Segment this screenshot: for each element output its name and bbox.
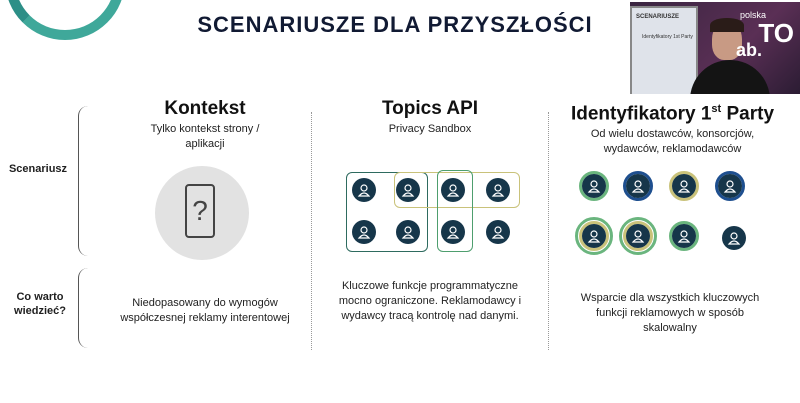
webcam-brand-ab: ab. [736,40,763,60]
webcam-feed: SCENARIUSZE Identyfikatory 1st Party ab.… [630,2,800,94]
title-sup: st [711,103,722,115]
column-divider-1 [311,112,312,350]
topics-user-icon [396,178,420,202]
phone-illustration-bg [155,166,249,260]
first-party-ring [715,171,745,201]
title-end: Party [721,103,775,125]
webcam-screen-text: Identyfikatory 1st Party [642,34,693,40]
first-party-user-icon [672,174,696,198]
presenter-hair [710,18,744,32]
column-topics: Topics API Privacy Sandbox [325,98,535,137]
topics-user-icon [396,220,420,244]
column-title-topics: Topics API [381,98,479,119]
column-divider-2 [548,112,549,350]
topics-user-icon [441,220,465,244]
first-party-ring [575,217,613,255]
title-main: Identyfikatory 1 [570,103,712,125]
bracket-scenario [78,106,89,256]
webcam-brand-small: polska [739,10,766,20]
topics-user-icon [352,220,376,244]
logo-arc [5,0,125,40]
first-party-ring [669,221,699,251]
webcam-brand: TO [758,18,794,48]
first-party-user-icon [626,174,650,198]
first-party-user-icon [722,226,746,250]
topics-group-green [437,170,473,252]
topics-user-icon [486,178,510,202]
column-subtitle-topics: Privacy Sandbox [388,123,472,135]
webcam-screen: SCENARIUSZE Identyfikatory 1st Party [630,6,698,94]
bracket-worth-knowing [78,268,89,348]
column-body-first-party: Wsparcie dla wszystkich kluczowych funkc… [580,292,760,334]
first-party-ring [579,171,609,201]
topics-group-dark [346,172,428,252]
first-party-ring [623,171,653,201]
first-party-user-icon [718,174,742,198]
presenter-body [690,60,770,94]
column-body-context: Niedopasowany do wymogów współczesnej re… [120,297,290,324]
topics-user-icon [486,220,510,244]
column-first-party: Identyfikatory 1st Party Od wielu dostaw… [555,98,790,157]
column-title-first-party: Identyfikatory 1st Party [555,98,790,125]
topics-user-icon [352,178,376,202]
phone-question-icon: ? [185,184,215,238]
column-subtitle-first-party: Od wielu dostawców, konsorcjów, wydawców… [590,128,755,156]
first-party-user-icon [626,224,650,248]
slide-title: SCENARIUSZE DLA PRZYSZŁOŚCI [197,12,593,37]
row-label-worth-knowing: Co warto wiedzieć? [14,291,66,317]
first-party-ring [619,217,657,255]
webcam-screen-title: SCENARIUSZE [636,14,680,20]
column-subtitle-context: Tylko kontekst strony / aplikacji [150,123,260,150]
first-party-user-icon [582,224,606,248]
row-label-scenario: Scenariusz [8,163,68,175]
first-party-user-icon [582,174,606,198]
column-context: Kontekst Tylko kontekst strony / aplikac… [115,98,295,152]
column-body-topics: Kluczowe funkcje programmatyczne mocno o… [338,280,522,322]
column-title-context: Kontekst [164,98,246,119]
topics-group-olive [394,172,520,208]
topics-user-icon [441,178,465,202]
first-party-ring [669,171,699,201]
first-party-user-icon [672,224,696,248]
